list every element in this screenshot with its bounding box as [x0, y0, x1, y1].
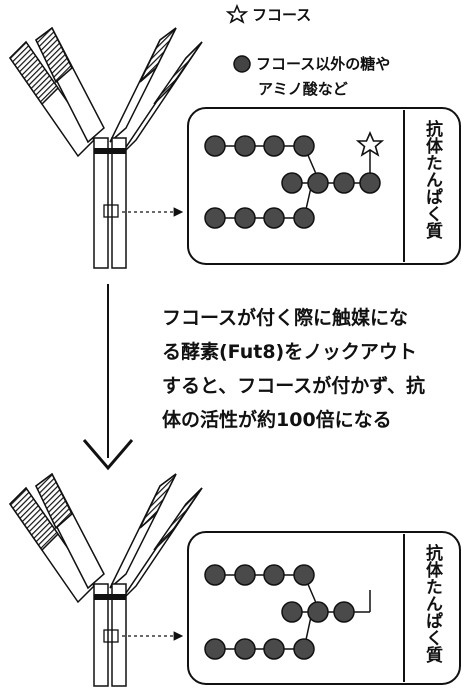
sugar-node [293, 135, 315, 157]
sugar-node [234, 638, 256, 660]
process-down-arrow [82, 284, 134, 471]
sugar-node [263, 135, 285, 157]
caption-line: る酵素(Fut8)をノックアウト [162, 341, 417, 363]
sugar-node [281, 601, 303, 623]
caption-line: 体の活性が約100倍になる [162, 409, 392, 431]
sugar-node [293, 638, 315, 660]
top-side-label: 抗体たんぱく質 [422, 119, 443, 240]
caption-line: すると、フコースが付かず、抗 [162, 375, 425, 397]
knockout-caption: フコースが付く際に触媒にな る酵素(Fut8)をノックアウト すると、フコースが… [162, 301, 462, 437]
sugar-node [234, 564, 256, 586]
antibody-bottom [9, 472, 203, 687]
sugar-node [293, 564, 315, 586]
sugar-node [307, 601, 329, 623]
sugar-node [281, 172, 303, 194]
sugar-node [359, 172, 381, 194]
sugar-node [263, 638, 285, 660]
other-sugar-circle-icon [233, 55, 251, 73]
bottom-side-label: 抗体たんぱく質 [422, 543, 443, 664]
bottom-glycan-panel: 抗体たんぱく質 [187, 531, 461, 685]
fucose-star-icon [355, 131, 385, 157]
sugar-node [204, 207, 226, 229]
top-glycan-panel: 抗体たんぱく質 [187, 107, 461, 265]
legend: フコース フコース以外の糖や アミノ酸など [225, 3, 390, 98]
sugar-node [204, 135, 226, 157]
caption-line: フコースが付く際に触媒にな [162, 307, 409, 329]
legend-other-label-line1: フコース以外の糖や [256, 55, 390, 73]
sugar-node [307, 172, 329, 194]
antibody-top [9, 26, 203, 269]
sugar-node [234, 207, 256, 229]
sugar-node [263, 207, 285, 229]
sugar-node [293, 207, 315, 229]
sugar-node [263, 564, 285, 586]
sugar-node [204, 564, 226, 586]
fucose-star-icon [225, 3, 249, 24]
sugar-node [234, 135, 256, 157]
legend-other-label-line2: アミノ酸など [258, 80, 348, 98]
sugar-node [333, 172, 355, 194]
sugar-node [333, 601, 355, 623]
sugar-node [204, 638, 226, 660]
legend-fucose-label: フコース [252, 6, 311, 24]
